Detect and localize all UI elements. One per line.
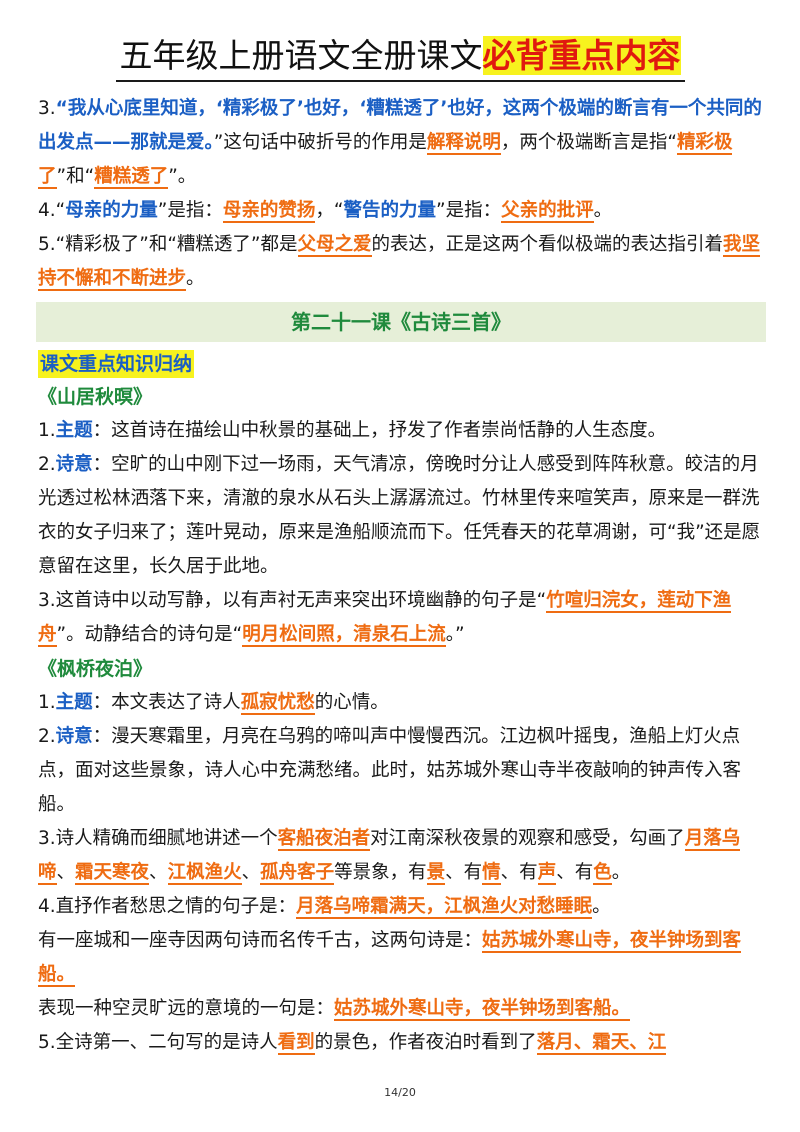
content: 3.“我从心底里知道，‘精彩极了’也好，‘糟糕透了’也好，这两个极端的断言有一个… [36, 92, 766, 1060]
text: ”。 [168, 166, 197, 187]
text: 3.诗人精确而细腻地讲述一个 [38, 828, 278, 849]
answer: 糟糕透了 [94, 166, 169, 189]
answer: 景 [426, 862, 446, 885]
answer: 月落乌啼 [38, 828, 741, 885]
answer: 竹喧归浣女，莲动下渔舟 [38, 590, 732, 647]
poem1-item3: 3.这首诗中以动写静，以有声衬无声来突出环境幽静的句子是“竹喧归浣女，莲动下渔舟… [38, 584, 764, 652]
text: 表现一种空灵旷远的意境的一句是： [38, 998, 335, 1019]
answer: 月落乌啼霜满天，江枫渔火对愁睡眠 [296, 896, 593, 919]
answer: 解释说明 [426, 132, 501, 155]
text: 4.“ [38, 200, 66, 221]
poem-title-2: 《枫桥夜泊》 [38, 658, 153, 680]
title-main: 五年级上册语文全册课文 [119, 36, 483, 75]
page-title: 五年级上册语文全册课文必背重点内容 [115, 32, 685, 82]
answer: 孤寂忧愁 [240, 692, 315, 715]
quote-blue: “我从心底里知道，‘精彩极了’也好，‘糟糕透了’也好，这两个极端的断言有一个共同… [38, 98, 762, 153]
answer: 声 [537, 862, 557, 885]
answer: 看到 [277, 1032, 315, 1055]
text: 5.全诗第一、二句写的是诗人 [38, 1032, 278, 1053]
poem2-city-line: 有一座城和一座寺因两句诗而名传千古，这两句诗是：姑苏城外寒山寺，夜半钟场到客船。 [38, 924, 764, 992]
text: 。 [611, 862, 631, 883]
text: 的景色，作者夜泊时看到了 [314, 1032, 537, 1053]
answer: 江枫渔火 [167, 862, 242, 885]
text: 。 [593, 200, 613, 221]
label: 主题 [55, 692, 93, 713]
poem2-item3: 3.诗人精确而细腻地讲述一个客船夜泊者对江南深秋夜景的观察和感受，勾画了月落乌啼… [38, 822, 764, 890]
answer: 落月、霜天、江 [536, 1032, 667, 1055]
title-highlight: 必背重点内容 [482, 36, 681, 75]
page-number: 14/20 [384, 1086, 416, 1099]
text: 等景象，有 [334, 862, 427, 883]
text: ：漫天寒霜里，月亮在乌鸦的啼叫声中慢慢西沉。江边枫叶摇曳，渔船上灯火点点，面对这… [38, 726, 742, 815]
text: 5.“精彩极了”和“糟糕透了”都是 [38, 234, 298, 255]
paragraph-4: 4.“母亲的力量”是指：母亲的赞扬，“警告的力量”是指：父亲的批评。 [38, 194, 764, 228]
paragraph-5: 5.“精彩极了”和“糟糕透了”都是父母之爱的表达，正是这两个看似极端的表达指引着… [38, 228, 764, 296]
answer: 父母之爱 [297, 234, 372, 257]
text: 的表达，正是这两个看似极端的表达指引着 [371, 234, 724, 255]
text: 、 [149, 862, 168, 883]
text: ：本文表达了诗人 [92, 692, 241, 713]
text: 对江南深秋夜景的观察和感受，勾画了 [370, 828, 685, 849]
text: ”是指： [157, 200, 223, 221]
text: ，两个极端断言是指“ [500, 132, 677, 153]
text: ：这首诗在描绘山中秋景的基础上，抒发了作者崇尚恬静的人生态度。 [92, 420, 667, 441]
poem2-theme: 1.主题：本文表达了诗人孤寂忧愁的心情。 [38, 686, 764, 720]
lesson-banner: 第二十一课《古诗三首》 [36, 302, 766, 342]
text: 的心情。 [314, 692, 389, 713]
text: 3. [38, 98, 56, 119]
text: 4.直抒作者愁思之情的句子是： [38, 896, 297, 917]
poem2-item5: 5.全诗第一、二句写的是诗人看到的景色，作者夜泊时看到了落月、霜天、江 [38, 1026, 764, 1060]
poem2-meaning: 2.诗意：漫天寒霜里，月亮在乌鸦的啼叫声中慢慢西沉。江边枫叶摇曳，渔船上灯火点点… [38, 720, 764, 822]
answer: 母亲的赞扬 [222, 200, 316, 223]
section-heading: 课文重点知识归纳 [38, 350, 195, 378]
text: 。 [592, 896, 611, 917]
title-wrap: 五年级上册语文全册课文必背重点内容 [0, 32, 800, 82]
answer: 姑苏城外寒山寺，夜半钟场到客船。 [334, 998, 631, 1021]
text: 2. [38, 726, 56, 747]
quote-blue: 母亲的力量 [65, 200, 158, 221]
answer: 霜天寒夜 [75, 862, 150, 885]
label: 诗意 [55, 726, 93, 747]
poem1-meaning: 2.诗意：空旷的山中刚下过一场雨，天气清凉，傍晚时分让人感受到阵阵秋意。皎洁的月… [38, 448, 764, 584]
answer: 客船夜泊者 [277, 828, 371, 851]
text: 、有 [500, 862, 538, 883]
quote-blue: 警告的力量 [343, 200, 436, 221]
text: 、有 [556, 862, 594, 883]
text: 、 [241, 862, 261, 883]
answer: 我坚持不懈和不断进步 [38, 234, 761, 291]
text: 、 [56, 862, 76, 883]
paragraph-3: 3.“我从心底里知道，‘精彩极了’也好，‘糟糕透了’也好，这两个极端的断言有一个… [38, 92, 764, 194]
answer: 姑苏城外寒山寺，夜半钟场到客船。 [38, 930, 742, 987]
text: ”和“ [56, 166, 95, 187]
text: ”这句话中破折号的作用是 [213, 132, 427, 153]
answer: 情 [482, 862, 501, 885]
poem2-item4: 4.直抒作者愁思之情的句子是：月落乌啼霜满天，江枫渔火对愁睡眠。 [38, 890, 764, 924]
answer: 色 [593, 862, 612, 885]
text: 、有 [445, 862, 483, 883]
text: 3.这首诗中以动写静，以有声衬无声来突出环境幽静的句子是“ [38, 590, 547, 611]
text: 1. [38, 692, 56, 713]
text: 。” [445, 624, 465, 645]
text: ”是指： [435, 200, 502, 221]
text: ”。动静结合的诗句是“ [56, 624, 243, 645]
text: 。 [186, 268, 205, 289]
text: ，“ [315, 200, 344, 221]
poem2-mood-line: 表现一种空灵旷远的意境的一句是：姑苏城外寒山寺，夜半钟场到客船。 [38, 992, 764, 1026]
text: 2. [38, 454, 56, 475]
answer: 精彩极了 [38, 132, 733, 189]
answer: 父亲的批评 [501, 200, 594, 223]
answer: 明月松间照，清泉石上流 [242, 624, 446, 647]
answer: 孤舟客子 [260, 862, 335, 885]
text: 有一座城和一座寺因两句诗而名传千古，这两句诗是： [38, 930, 483, 951]
label: 诗意 [55, 454, 93, 475]
poem1-theme: 1.主题：这首诗在描绘山中秋景的基础上，抒发了作者崇尚恬静的人生态度。 [38, 414, 764, 448]
label: 主题 [55, 420, 93, 441]
text: ：空旷的山中刚下过一场雨，天气清凉，傍晚时分让人感受到阵阵秋意。皎洁的月光透过松… [38, 454, 761, 577]
text: 1. [38, 420, 56, 441]
poem-title-1: 《山居秋暝》 [38, 386, 153, 408]
